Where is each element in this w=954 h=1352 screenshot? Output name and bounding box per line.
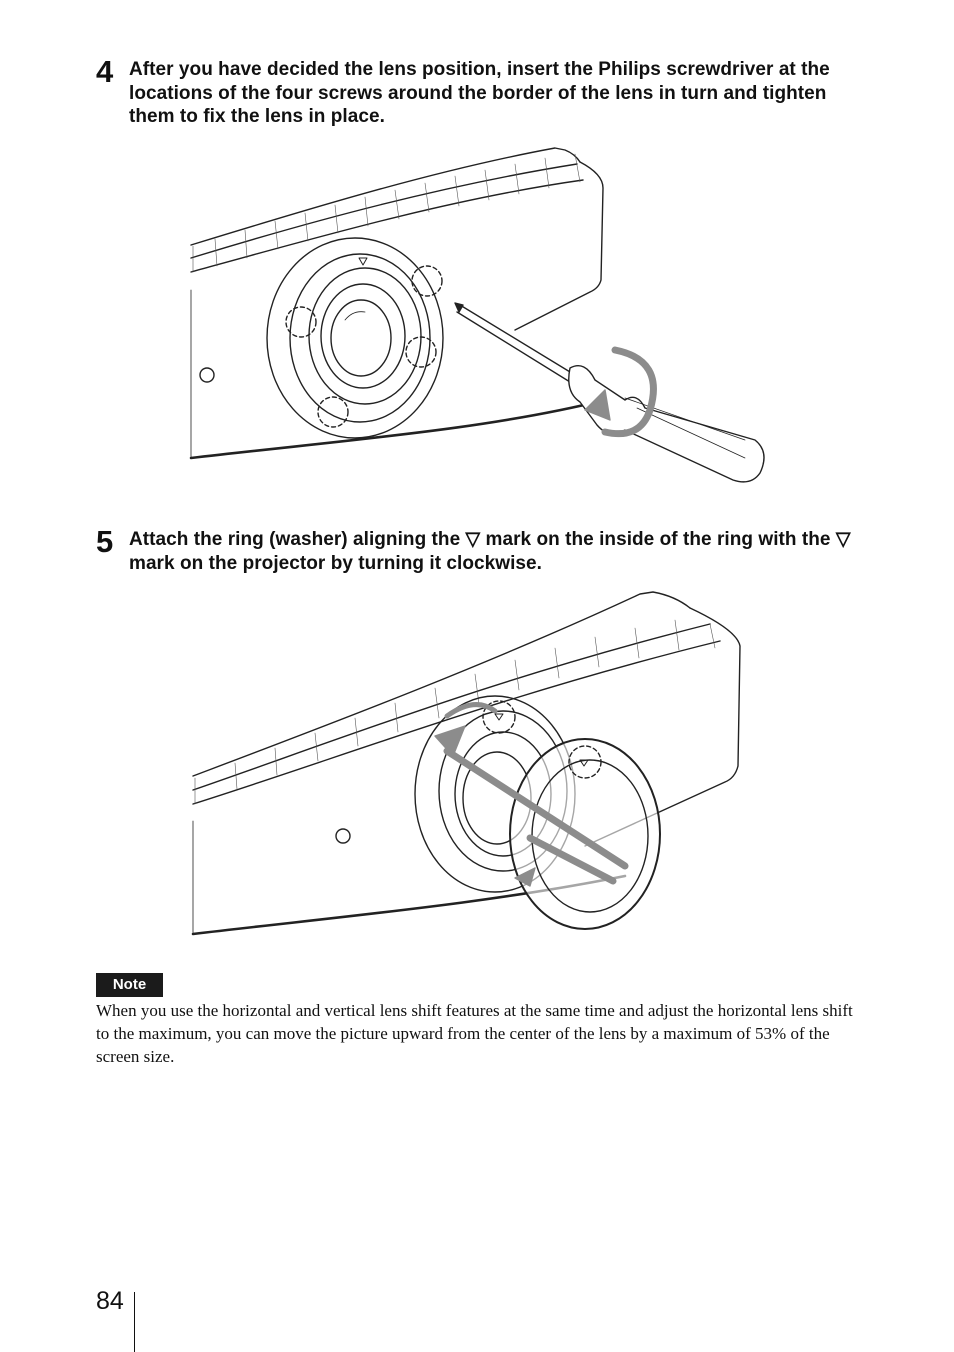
step-instruction: After you have decided the lens position…	[129, 59, 830, 127]
note-label: Note	[96, 973, 163, 997]
vent-grille-hatching	[193, 154, 580, 272]
ring-attachment-illustration	[185, 586, 755, 938]
lens-ring	[290, 254, 430, 422]
alignment-arrow-lower	[530, 838, 613, 881]
vent-line-1	[191, 164, 577, 258]
screwdriver-handle	[569, 366, 764, 482]
alignment-arrow-upper	[447, 751, 625, 866]
projector-top-edge	[191, 148, 580, 245]
lens-barrel	[321, 284, 405, 388]
page-number: 84	[96, 1287, 124, 1315]
vent-line-2	[193, 641, 720, 804]
step-number: 5	[96, 524, 114, 559]
projector-screwdriver-illustration	[185, 140, 775, 490]
rotation-arrow-head	[585, 390, 610, 420]
screw-location-right	[406, 337, 436, 367]
screwdriver-tip	[455, 303, 463, 312]
lens-outer-bezel	[267, 238, 443, 438]
step-instruction: Attach the ring (washer) aligning the ▽ …	[129, 529, 851, 574]
lens-glass	[331, 300, 391, 376]
ring-mark-circle	[569, 746, 601, 778]
note-text: When you use the horizontal and vertical…	[96, 1001, 853, 1066]
page-number-divider	[134, 1292, 135, 1352]
vent-grille-hatching	[195, 620, 715, 804]
screw-location-left	[286, 307, 316, 337]
projector-bottom-edge	[191, 400, 605, 458]
sensor-hole	[200, 368, 214, 382]
rotation-arrow	[605, 350, 653, 434]
washer-ring-outer	[510, 739, 660, 929]
screwdriver-shaft-bottom	[457, 312, 570, 382]
vent-line-2	[191, 180, 583, 272]
step-number: 4	[96, 54, 114, 89]
projector-front-edge	[515, 162, 603, 330]
vent-line-1	[193, 624, 710, 790]
projector-mark-circle	[483, 701, 515, 733]
projector-front-edge	[585, 608, 740, 846]
screw-location-bottom	[318, 397, 348, 427]
sensor-hole	[336, 829, 350, 843]
lens-mount	[309, 268, 421, 404]
screwdriver-shaft-top	[460, 305, 575, 375]
screw-location-top-right	[412, 266, 442, 296]
projector-top-edge	[193, 592, 690, 776]
